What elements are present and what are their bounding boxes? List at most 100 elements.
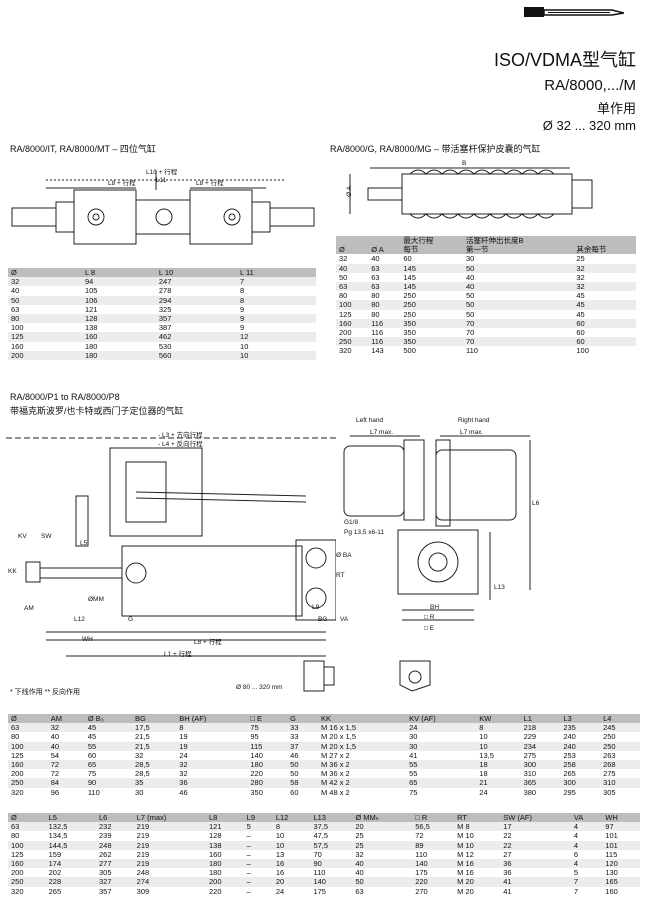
table-cell: 320 [339,346,352,356]
header-cell: L9 [243,813,273,823]
table-cell: 16 [275,868,285,878]
table-cell: 32 [47,723,85,733]
label-l6: L6 [532,500,540,507]
table-cell: 50 [465,309,475,319]
table-cell: 25 [576,254,585,264]
table-cell: 60 [576,328,585,338]
table-cell: 8 [176,723,248,733]
table-cell: 160 [11,341,24,351]
table-cell: 138 [206,840,244,850]
table-cell: – [243,859,273,869]
label-bh: BH [430,604,440,611]
table-cell: 41 [500,877,571,887]
header-cell: Ø B₃ [84,714,133,724]
table-cell: 36 [176,778,248,788]
header-cell: L8 [206,813,244,823]
table-cell: 128 [209,831,222,841]
table-cell: 80 [371,291,380,301]
table-cell: 63 [336,282,369,292]
table-cell: 40 [462,282,574,292]
label-l7-right: L7 max. [460,429,484,436]
table-cell: 174 [45,859,97,869]
table-cell: 8 [240,286,245,296]
table-cell: 75 [247,723,288,733]
table-cell: 294 [155,295,238,305]
table-cell: 32 [573,263,636,273]
table-cell: 365 [520,778,561,788]
label-l1: L1 + 行程 [164,651,192,658]
header-cell: KV (AF) [406,714,477,724]
table-cell: 72 [47,760,85,770]
table-cell: 253 [563,750,576,760]
table-cell: 240 [560,741,601,751]
label-l9: L9 [312,604,320,611]
table-cell: 28,5 [132,760,177,770]
table-cell: 219 [136,831,150,841]
table-cell: 50 [339,272,348,282]
header-cell [368,236,401,246]
table-cell: 80 [371,309,380,319]
table-cell: 47,5 [313,831,329,841]
table-cell: 45 [576,291,585,301]
table-cell: 50 [8,295,82,305]
table-cell: 41 [409,750,418,760]
table-cell: 110 [87,787,100,797]
table-cell: 220 [250,769,263,779]
header-cell: BH (AF) [176,714,248,724]
table-cell: 24 [406,723,477,733]
table-cell: 4 [573,831,579,841]
table-cell: 4 [570,822,603,832]
table-cell: 24 [275,886,285,896]
table-cell: 63 [368,282,401,292]
table-cell: 560 [155,350,238,361]
table-cell: 18 [476,760,521,770]
table-cell: 19 [176,741,248,751]
header-cell: AM [47,714,85,724]
table-cell: M 20 [454,877,501,887]
table-cell: 350 [250,787,263,797]
table-cell: 143 [371,346,384,356]
table-cell: 28,5 [135,769,150,779]
header-cell: WH [602,813,640,823]
table-cell: 80 [339,291,348,301]
table-cell: 101 [605,831,618,841]
table-cell: 248 [96,840,134,850]
table-cell: 35 [132,778,177,788]
table-cell: 4 [570,840,603,850]
table-cell: 90 [310,859,353,869]
header-cell: Ø A [368,245,401,255]
table-cell: 250 [8,877,46,887]
table-cell: 30 [465,254,475,264]
table-cell: 60 [290,787,299,797]
table-cell: 320 [11,886,24,896]
table-cell: 6 [573,849,579,859]
table-cell: 37 [287,741,318,751]
table-cell: 21,5 [132,741,177,751]
table-cell: 277 [96,859,134,869]
table-cell: 250 [600,741,640,751]
table-cell: M 10 [457,831,474,841]
table-cell: 24 [179,750,188,760]
table-cell: 219 [133,822,207,832]
header-cell: L 10 [155,268,238,278]
table-cell: 50 [462,263,574,273]
label-right-hand: Right hand [458,417,490,424]
header-cell: □ E [247,714,288,724]
table-cell: 96 [50,787,60,797]
header-cell [573,236,636,246]
table-cell: 265 [563,769,576,779]
table-cell: 27 [503,849,512,859]
header-cell: 活塞杆伸出长度B [462,236,574,246]
header-cell: L1 [520,714,561,724]
table-cell: 160 [209,849,222,859]
table-cell: 45 [573,300,636,310]
